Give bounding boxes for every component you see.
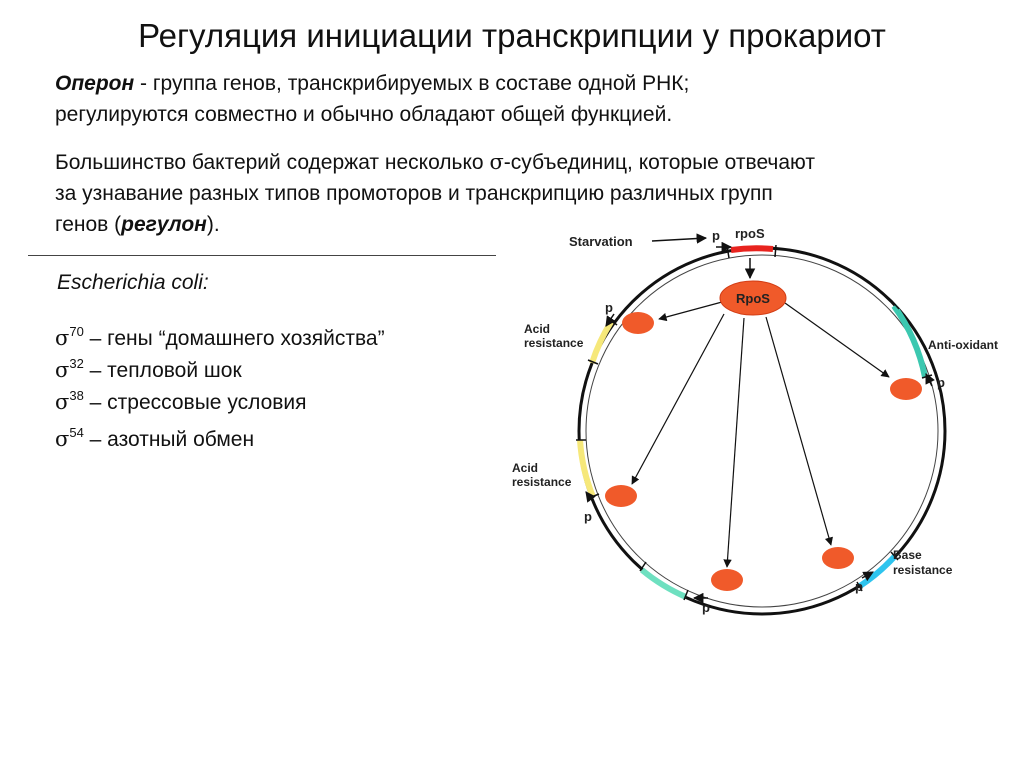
ring-tick	[890, 299, 900, 310]
regulation-arrow-bottom	[723, 317, 745, 568]
promoter-arrow-anti-oxidant	[925, 373, 935, 387]
sigma-paragraph-line-3: генов (регулон).	[55, 209, 815, 240]
sigma-paragraph-prefix: Большинство бактерий содержат несколько	[55, 151, 490, 174]
rpos-bound-anti-oxidant	[890, 378, 922, 400]
operon-definition-text: - группа генов, транскрибируемых в соста…	[134, 72, 690, 95]
bottom-region	[640, 567, 688, 600]
sigma-70-item: σ70 – гены “домашнего хозяйства”	[55, 323, 385, 354]
regulation-arrow-base	[765, 316, 833, 546]
divider-line	[28, 255, 496, 256]
acid-resistance-lower-label-line-1: Acid	[512, 461, 538, 475]
ring-tick	[774, 244, 777, 258]
promoter-label-bottom: p	[702, 600, 710, 615]
sigma-32-description: – тепловой шок	[83, 359, 242, 382]
promoter-label-base: p	[855, 579, 863, 594]
operon-definition-line-2: регулируются совместно и обычно обладают…	[55, 103, 673, 126]
rpos-bound-acid-lower	[605, 485, 637, 507]
rpos-protein	[719, 280, 787, 316]
rpos-gene-label: rpoS	[735, 226, 765, 241]
ring-tick	[726, 245, 730, 259]
sigma-32-item: σ32 – тепловой шок	[55, 355, 242, 386]
ring-tick	[683, 589, 689, 601]
operon-term: Оперон	[55, 72, 135, 95]
chromosome-inner-ring	[585, 254, 939, 608]
rpos-protein-label: RpoS	[736, 291, 770, 306]
promoter-label-acid-lower: p	[584, 509, 592, 524]
operon-definition-line-1: Оперон - группа генов, транскрибируемых …	[55, 68, 689, 99]
regulation-arrow-anti-oxidant	[784, 302, 890, 378]
acid-resistance-region-upper	[589, 320, 614, 364]
regulon-term: регулон	[121, 213, 207, 236]
sigma-subunits-paragraph: Большинство бактерий содержат несколько …	[55, 147, 815, 240]
promoter-label-acid-upper: p	[605, 300, 613, 315]
sigma-54-symbol: σ	[55, 427, 70, 451]
ring-tick	[890, 551, 899, 561]
regulon-prefix: генов (	[55, 213, 122, 236]
sigma-54-item: σ54 – азотный обмен	[55, 424, 254, 455]
starvation-label: Starvation	[569, 234, 633, 249]
starvation-arrow	[651, 233, 708, 244]
operon-definition: Оперон - группа генов, транскрибируемых …	[55, 68, 689, 130]
sigma-70-symbol: σ	[55, 326, 70, 350]
sigma-symbol: σ	[489, 150, 504, 174]
acid-resistance-upper-label-line-2: resistance	[524, 336, 584, 350]
base-resistance-label-line-1: Base	[893, 548, 922, 562]
regulon-suffix: ).	[206, 213, 220, 236]
page-title: Регуляция инициации транскрипции у прока…	[138, 17, 886, 54]
regulation-arrow-acid-lower	[631, 313, 725, 485]
anti-oxidant-label: Anti-oxidant	[928, 338, 998, 352]
sigma-paragraph-line-2: за узнавание разных типов промоторов и т…	[55, 182, 773, 205]
sigma-54-number: 54	[69, 425, 84, 440]
acid-resistance-upper-label-line-1: Acid	[524, 322, 550, 336]
promoter-arrow-base	[861, 571, 874, 582]
sigma-32-symbol: σ	[55, 358, 70, 382]
promoter-label-anti-oxidant: p	[937, 375, 945, 390]
sigma-70-description: – гены “домашнего хозяйства”	[83, 327, 385, 350]
rpos-bound-bottom	[711, 569, 743, 591]
sigma-38-item: σ38 – стрессовые условия	[55, 387, 307, 418]
rpos-bound-base	[822, 547, 854, 569]
sigma-38-symbol: σ	[55, 390, 70, 414]
sigma-54-description: – азотный обмен	[83, 428, 255, 451]
base-resistance-label-line-2: resistance	[893, 563, 953, 577]
sigma-38-description: – стрессовые условия	[83, 391, 307, 414]
base-resistance-region	[858, 553, 898, 589]
anti-oxidant-region	[891, 304, 928, 378]
sigma-38-number: 38	[69, 388, 84, 403]
promoter-label-rpos: p	[712, 228, 720, 243]
ring-tick	[856, 581, 863, 592]
ring-tick	[639, 561, 647, 572]
sigma-70-number: 70	[69, 324, 84, 339]
regulation-arrow-acid-upper	[658, 301, 723, 322]
sigma-32-number: 32	[69, 356, 84, 371]
sigma-paragraph-suffix: -субъединиц, которые отвечают	[503, 151, 815, 174]
promoter-arrow-acid-lower	[585, 491, 596, 504]
rpos-gene-region	[730, 245, 774, 253]
promoter-arrow-acid-upper	[605, 313, 616, 327]
ring-tick	[587, 359, 599, 365]
acid-resistance-lower-label-line-2: resistance	[512, 475, 572, 489]
rpos-bound-acid-upper	[622, 312, 654, 334]
sigma-paragraph-line-1: Большинство бактерий содержат несколько …	[55, 147, 815, 178]
species-name: Escherichia coli:	[57, 271, 209, 294]
